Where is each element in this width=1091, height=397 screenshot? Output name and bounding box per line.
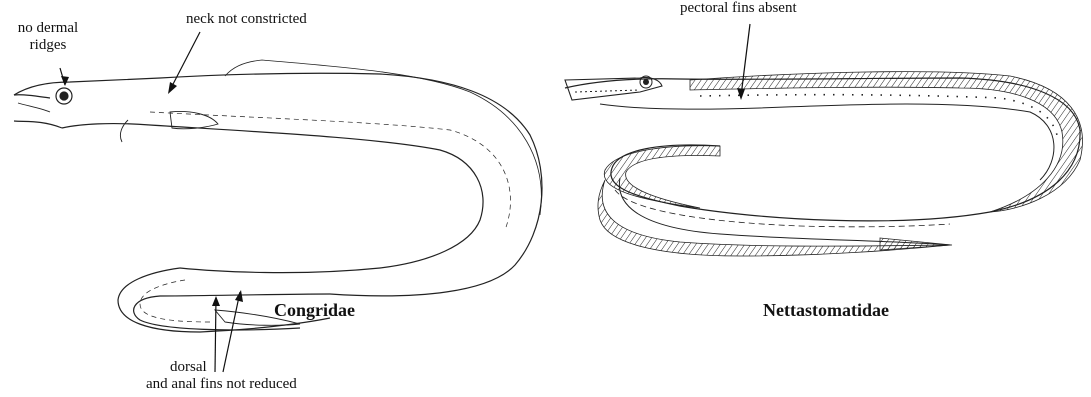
label-dorsal-anal-fins-line2: and anal fins not reduced: [146, 376, 297, 393]
family-name-nettastomatidae: Nettastomatidae: [763, 300, 889, 321]
label-no-dermal-ridges-line1: no dermal: [6, 20, 90, 37]
label-neck-not-constricted: neck not constricted: [186, 11, 307, 28]
family-name-congridae: Congridae: [274, 300, 355, 321]
label-dorsal-anal-fins: dorsal and anal fins not reduced: [146, 359, 297, 393]
congridae-arrowheads: [61, 76, 243, 306]
label-no-dermal-ridges: no dermal ridges: [6, 20, 90, 54]
nettastomatidae-eel-drawing: [565, 72, 1082, 256]
congridae-eel-drawing: [14, 60, 542, 332]
congridae-pointers: [60, 32, 240, 372]
label-pectoral-fins-absent: pectoral fins absent: [680, 0, 797, 17]
label-dorsal-anal-fins-line1: dorsal: [146, 359, 297, 376]
label-no-dermal-ridges-line2: ridges: [6, 37, 90, 54]
